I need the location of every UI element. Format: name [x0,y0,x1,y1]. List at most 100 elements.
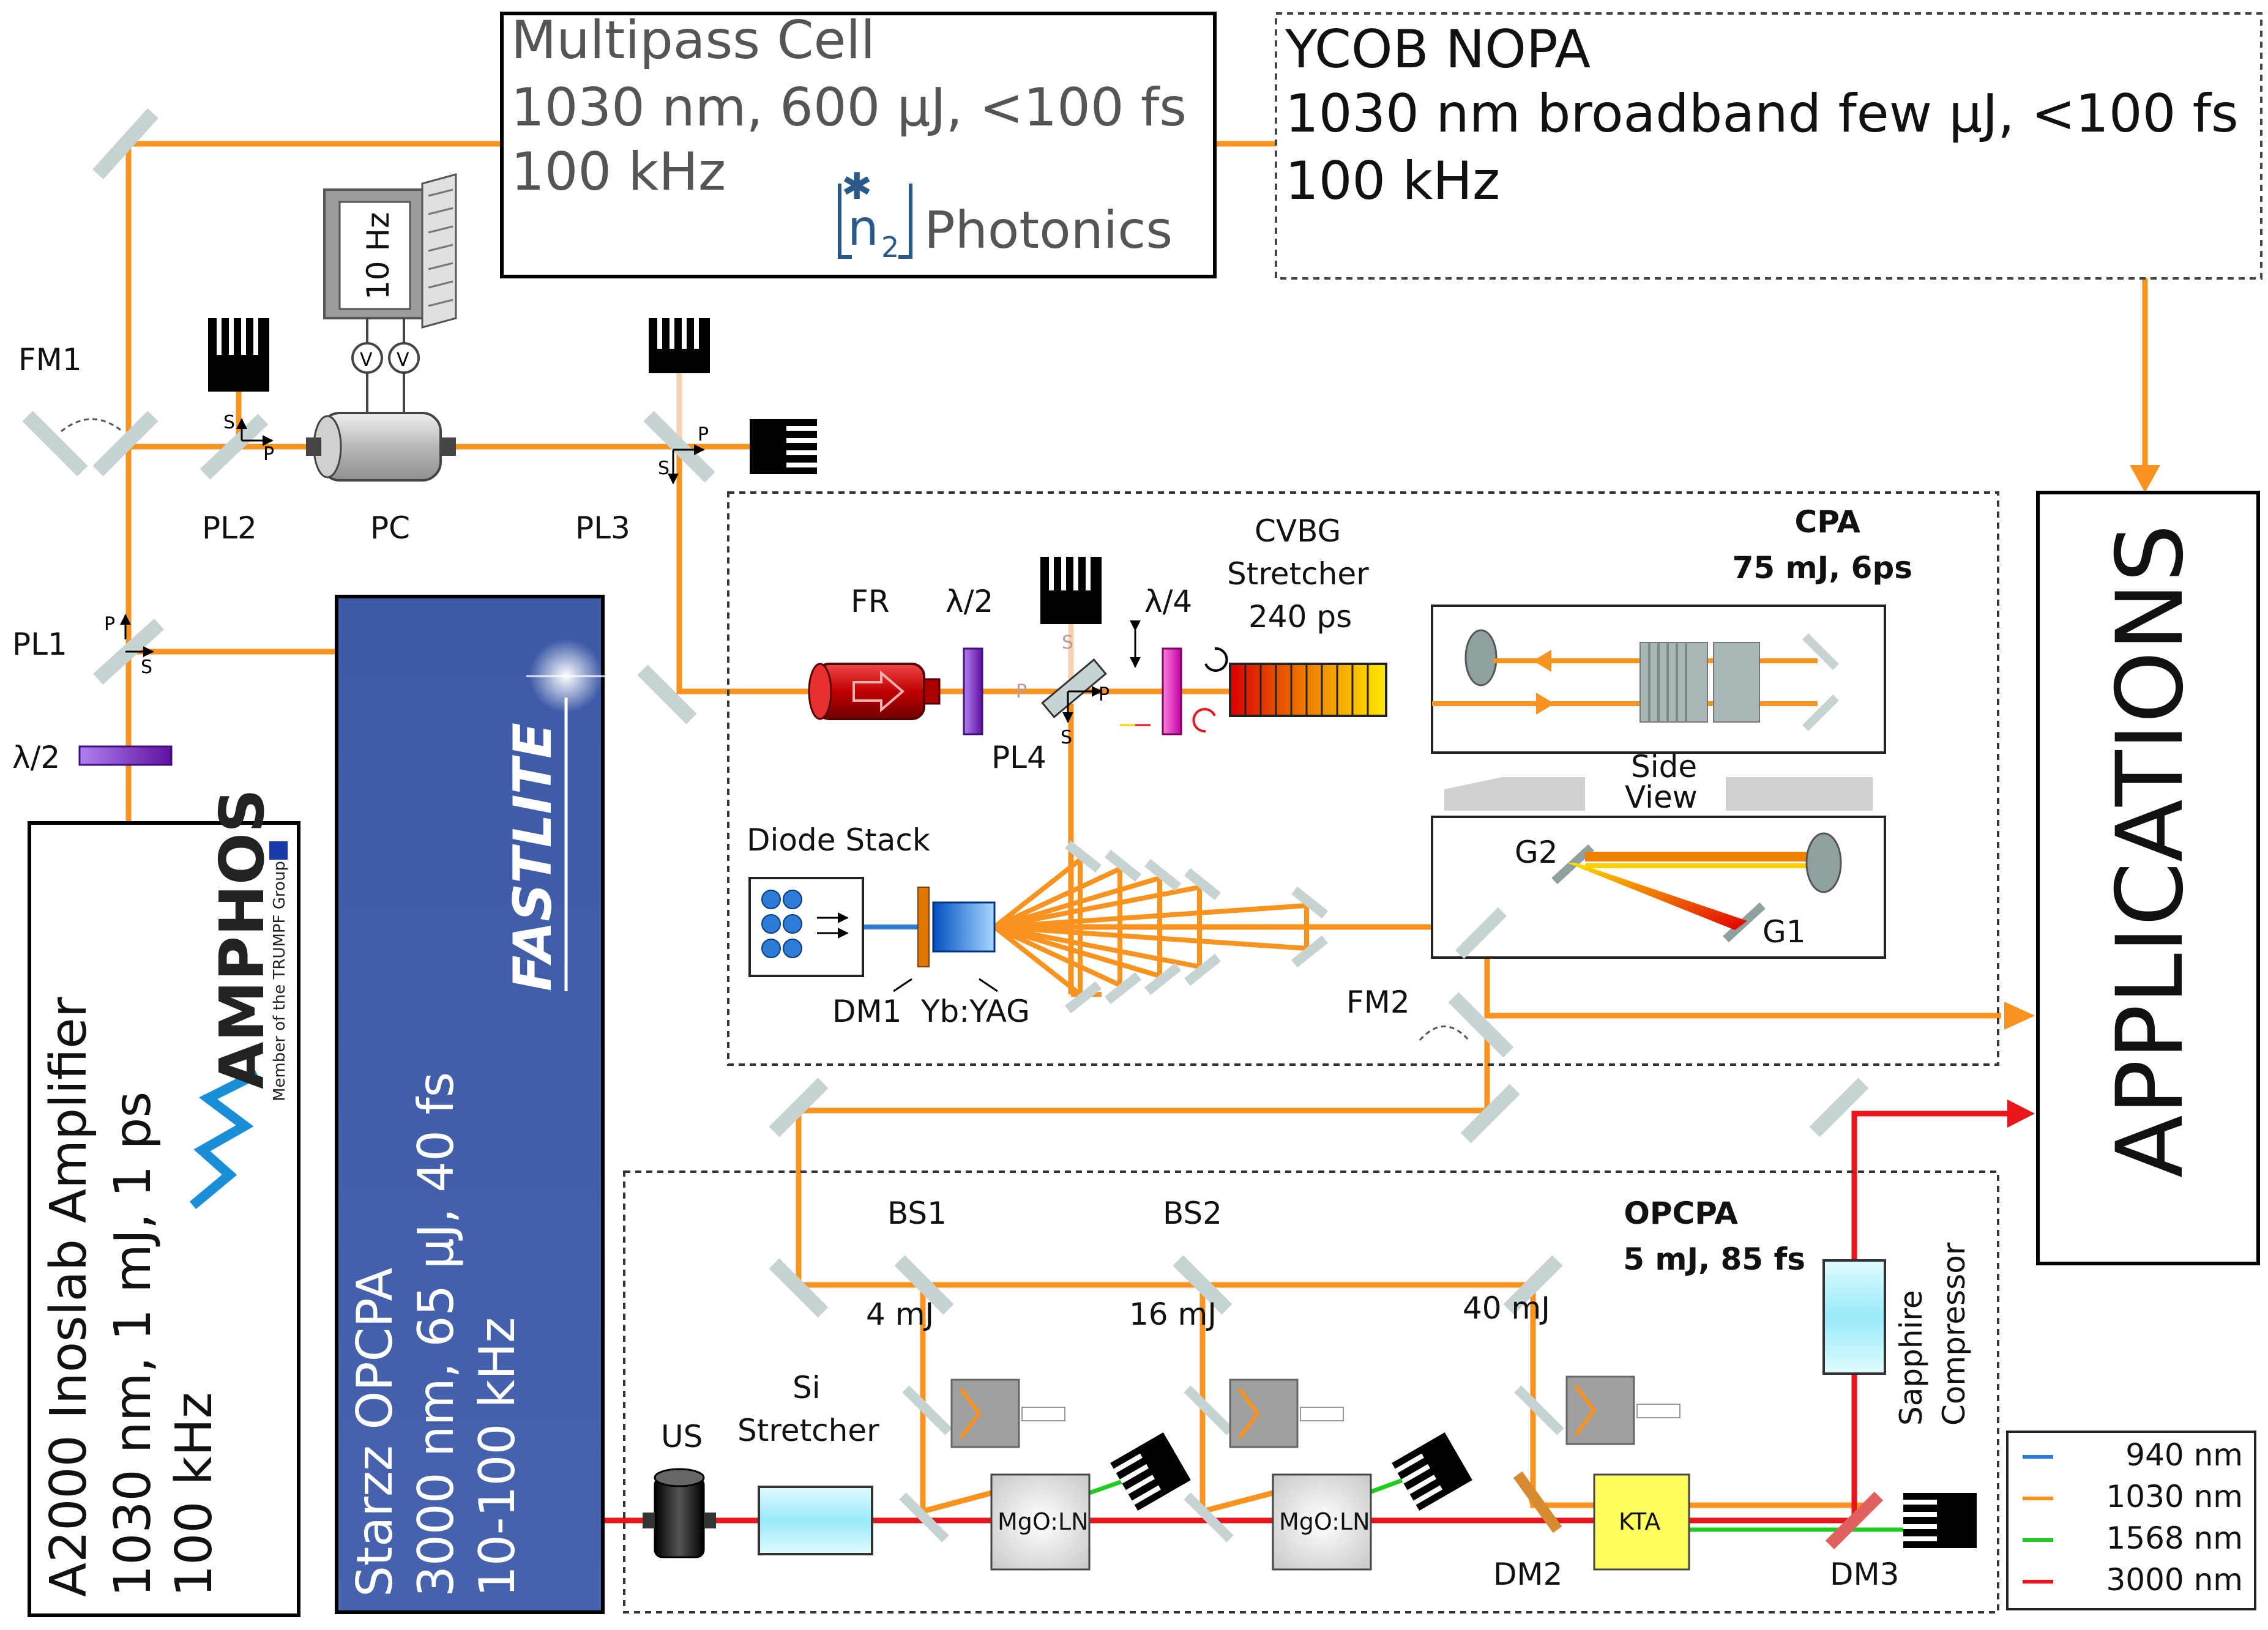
si-label2: Stretcher [737,1413,879,1448]
ycob-line2: 1030 nm broadband few µJ, <100 fs [1285,83,2239,144]
beam-dump-pl4 [1040,557,1102,624]
n2-logo-sub: 2 [881,231,899,264]
bs1-beamsplitter: BS1 4 mJ [866,1196,954,1332]
dm3-label: DM3 [1830,1557,1899,1592]
pl1-s-label: S [141,657,152,678]
pl4-label: PL4 [991,740,1046,775]
applications-label: APPLICATIONS [2097,524,2204,1178]
amphos-line2: 1030 nm, 1 mJ, 1 ps [104,1092,162,1597]
faraday-rotator: FR [808,584,941,720]
dm2-dichroic: DM2 [1493,1471,1562,1592]
beam-3000-compressor [1851,1111,2007,1520]
yb-yag-crystal: DM1 Yb:YAG [832,887,1030,1029]
volt-label-2: V [397,349,409,371]
fm1-mirror-pair: FM1 [18,342,159,477]
multipass-line1: Multipass Cell [511,10,875,71]
half-wave-cpa-label: λ/2 [946,584,993,619]
dm2-label: DM2 [1493,1557,1562,1592]
pl4-s-ghost: S [1062,632,1073,653]
fastlite-logo: FASTLITE [502,723,564,991]
wavelength-legend: 940 nm 1030 nm 1568 nm 3000 nm [2006,1431,2256,1610]
energy-16mj: 16 mJ [1129,1297,1217,1332]
pl2-label: PL2 [202,510,257,546]
pl1-label: PL1 [12,627,67,662]
sapphire-compressor: Sapphire Compressor [1822,1242,1972,1426]
beam-1030-fm2-opcpa [796,1028,1533,1288]
beam-dump-pl3-top [649,318,710,373]
opcpa-title: OPCPA [1624,1196,1738,1231]
legend-label-0: 940 nm [2125,1437,2243,1473]
beam-dump-pl3-right [750,419,817,474]
pl4-polarizer: PL4 P S S P [991,632,1110,775]
legend-label-1: 1030 nm [2106,1479,2243,1514]
cvbg-label3: 240 ps [1248,599,1352,635]
fm1-label: FM1 [18,342,82,378]
pc-label: PC [370,510,410,546]
si-stretcher: Si Stretcher [737,1370,879,1555]
yag-label: Yb:YAG [920,994,1030,1029]
multipass-mirrors [1065,840,1328,1014]
ycob-line1: YCOB NOPA [1285,19,1591,80]
amphos-tagline: Member of the TRUMPF Group [270,861,289,1101]
n2-photonics-logo: ✱ n 2 Photonics [838,165,1173,264]
fr-label: FR [851,584,890,619]
starzz-line1: Starzz OPCPA [346,1267,403,1597]
ycob-line3: 100 kHz [1285,151,1500,212]
pc-driver-monitor: 10 Hz V V [323,173,457,374]
opcpa-steering-mirrors [769,1077,1869,1318]
n2-logo-n: n [848,199,879,256]
opcpa-spec: 5 mJ, 85 fs [1623,1241,1805,1277]
starzz-box: FASTLITE Starzz OPCPA 3000 nm, 65 µJ, 40… [335,595,606,1614]
si-label1: Si [793,1370,821,1405]
mirror-top-left [92,108,159,180]
bs2-label: BS2 [1163,1196,1222,1231]
fm2-mirror-pair: FM2 [1346,907,1514,1058]
half-wave-plate-amphos: λ/2 [12,740,173,775]
compressor-side-view: Side View [1431,605,1886,815]
beam-1030-pl3-cpa [676,453,1059,694]
dm3-dichroic: DM3 [1825,1491,1899,1592]
cvbg-label2: Stretcher [1227,556,1369,592]
pockels-cell: PC [306,367,456,546]
hz-label: 10 Hz [360,212,396,300]
beam-dump-pl2 [208,318,269,392]
side-view-label2: View [1625,780,1698,815]
sapphire-label1: Sapphire [1893,1290,1929,1426]
pl3-polarizer: PL3 P S [575,411,715,546]
bs2-beamsplitter: BS2 16 mJ [1129,1196,1233,1332]
pl2-s-label: S [223,412,235,433]
beam-arrow-ycob [2130,465,2160,493]
n2-logo-text: Photonics [924,200,1173,260]
legend-label-3: 3000 nm [2106,1562,2243,1598]
cpa-spec: 75 mJ, 6ps [1733,550,1912,586]
volt-label-1: V [360,349,373,371]
pl3-label: PL3 [575,510,630,546]
beam-dump-opcpa-3 [1903,1493,1977,1548]
pl1-polarizer: PL1 P S [12,614,165,685]
mgoln-crystal-1: MgO:LN [990,1473,1091,1571]
beam-arrow-cpa-out [2004,1002,2035,1030]
legend-label-2: 1568 nm [2106,1520,2243,1556]
mgoln-label-1: MgO:LN [998,1508,1089,1535]
mirror-cpa-entry [637,664,697,724]
fm2-label: FM2 [1346,984,1410,1020]
amphos-line1: A2000 Inoslab Amplifier [40,997,98,1597]
amphos-box: A2000 Inoslab Amplifier 1030 nm, 1 mJ, 1… [28,789,300,1617]
kta-label: KTA [1619,1508,1660,1535]
dm1-label: DM1 [832,994,901,1029]
compressor-top-view: G2 G1 [1431,816,1886,959]
ycob-nopa-box: YCOB NOPA 1030 nm broadband few µJ, <100… [1275,12,2262,280]
delay-stage-1 [902,1379,1065,1448]
kta-crystal: KTA [1593,1473,1690,1571]
pl1-p-label: P [104,614,115,635]
energy-4mj: 4 mJ [866,1297,934,1332]
us-label: US [661,1419,703,1454]
mgoln-label-2: MgO:LN [1279,1508,1370,1535]
beam-dump-opcpa-1 [1110,1432,1191,1511]
bs1-label: BS1 [887,1196,947,1231]
multipass-line3: 100 kHz [511,141,726,203]
quarter-wave-plate: λ/4 [1120,584,1228,735]
pl4-s-label: S [1061,727,1072,748]
g2-label: G2 [1515,835,1558,870]
